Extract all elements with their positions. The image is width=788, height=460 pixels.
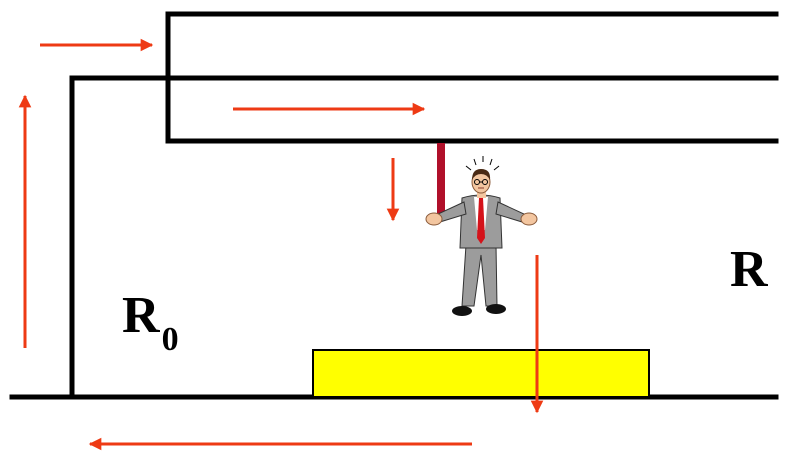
region-label-r0-letter: R bbox=[122, 287, 160, 344]
region-label-r: R bbox=[730, 241, 768, 298]
shrugging-businessman-icon bbox=[425, 156, 538, 316]
surprise-lines-icon bbox=[465, 156, 500, 171]
region-label-r0: R0 bbox=[122, 287, 179, 357]
region-label-r0-subscript: 0 bbox=[161, 321, 179, 358]
hanging-cord bbox=[437, 143, 445, 215]
yellow-block bbox=[312, 349, 650, 398]
current-arrows bbox=[18, 38, 544, 451]
